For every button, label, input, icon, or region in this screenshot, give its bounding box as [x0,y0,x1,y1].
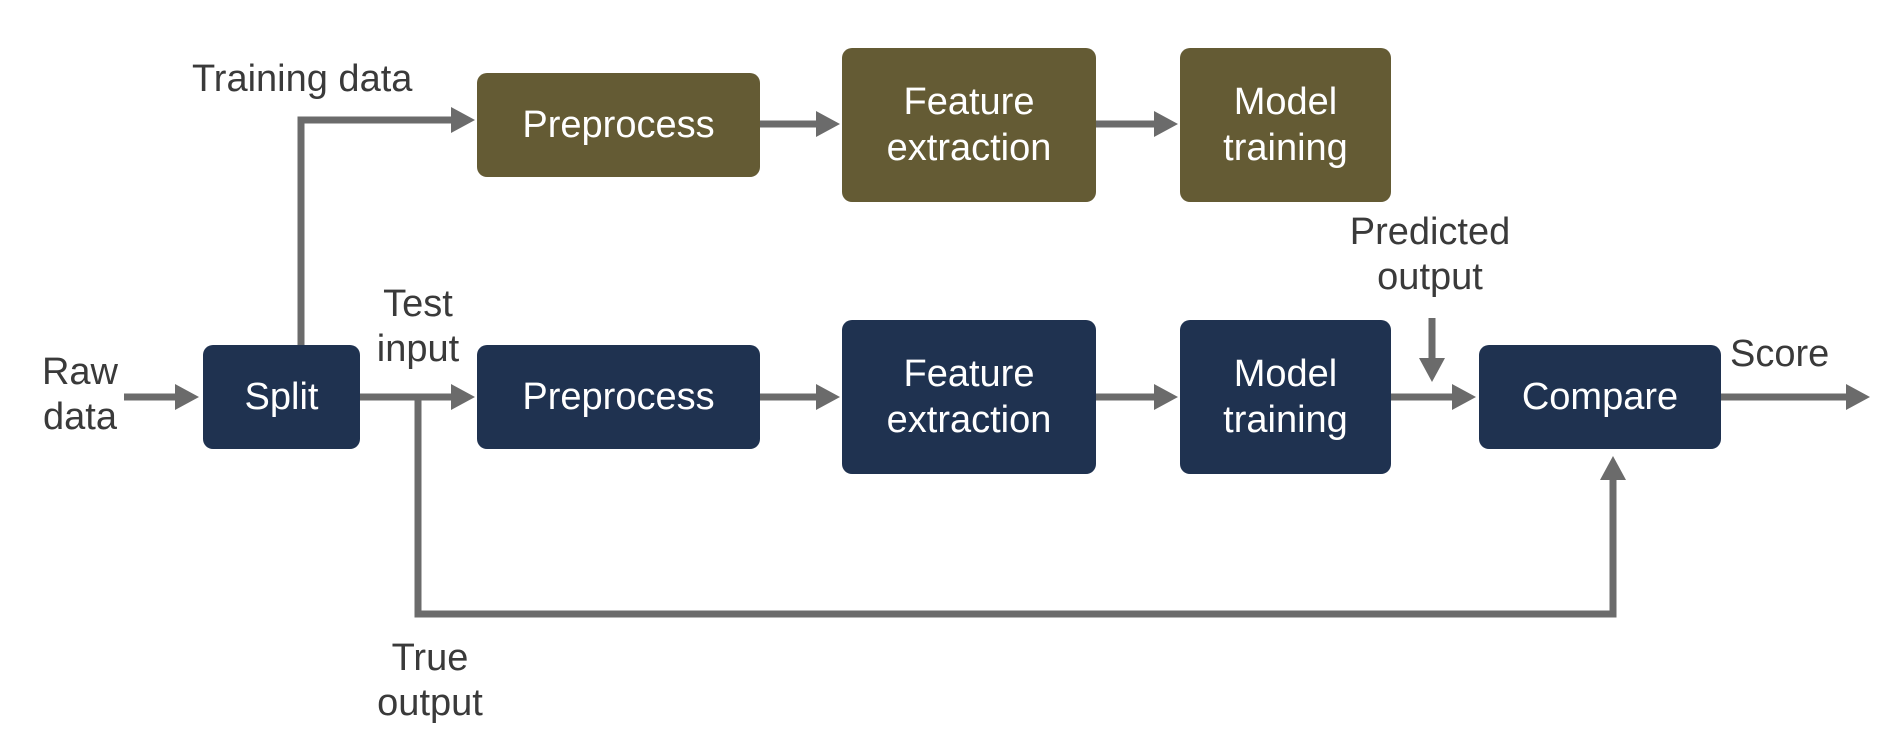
arrow-true-output [414,397,1617,618]
split-box: Split [203,345,360,449]
arrow-true-output-head [1600,456,1626,480]
arrow-compare-to-score-head [1846,384,1870,410]
predicted-output-label: Predicted output [1349,211,1511,298]
arrow-raw-to-split-head [175,384,199,410]
test-model-training-box: Model training [1180,320,1391,474]
training-data-label: Training data [192,58,413,100]
arrow-test-pre-to-feat-head [816,384,840,410]
arrow-model-to-compare-head [1452,384,1476,410]
arrow-split-to-train [297,116,455,345]
compare-box: Compare [1479,345,1721,449]
train-feature-extraction-box: Feature extraction [842,48,1096,202]
true-output-label: True output [377,637,483,724]
raw-data-label: Raw data [41,351,119,438]
test-input-label: Test input [376,283,460,370]
score-label: Score [1730,333,1830,375]
arrow-split-to-test-head [451,384,475,410]
arrow-test-feat-to-model-head [1154,384,1178,410]
arrow-predicted-output-head [1419,358,1445,382]
arrow-train-feat-to-model-head [1154,111,1178,137]
arrow-train-pre-to-feat-head [816,111,840,137]
test-feature-extraction-box: Feature extraction [842,320,1096,474]
train-preprocess-box: Preprocess [477,73,760,177]
train-model-training-box: Model training [1180,48,1391,202]
test-preprocess-box: Preprocess [477,345,760,449]
arrow-split-to-train-head [451,107,475,133]
